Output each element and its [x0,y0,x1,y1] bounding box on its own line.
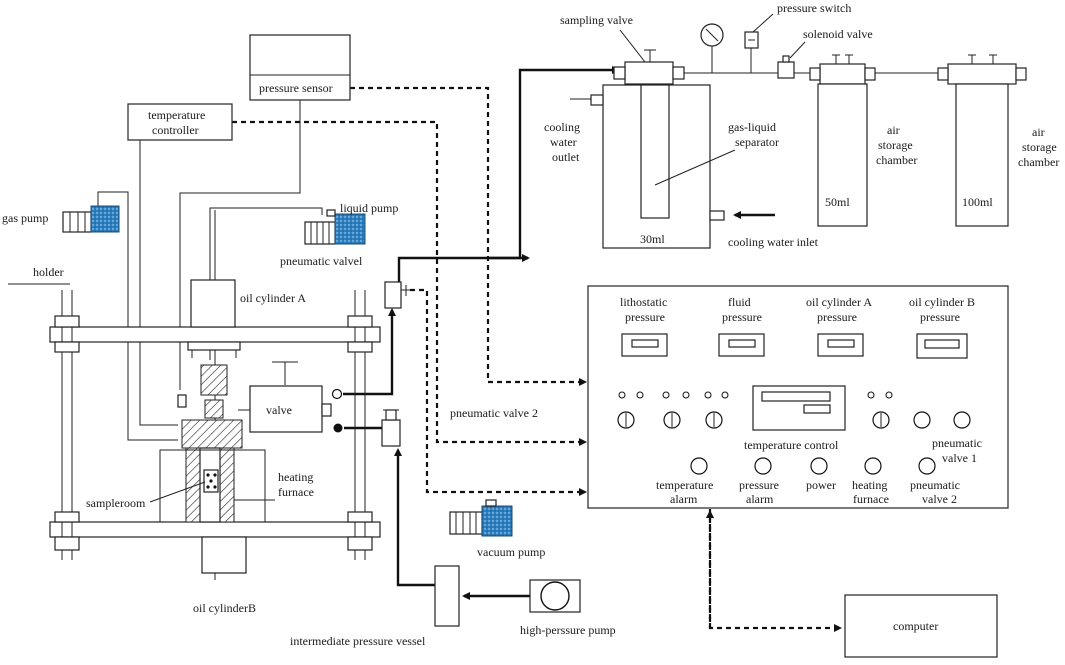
air-storage-2-label-b: storage [1022,140,1057,154]
temperature-control-display [752,385,846,431]
oil-cylinder-a-label: oil cylinder A [240,291,306,305]
separator-label-1: gas-liquid [728,120,776,134]
gauge-3-label-2: pressure [817,310,857,324]
pressure-alarm-label-2: alarm [746,492,774,506]
air-storage-chamber-50ml [809,54,876,227]
pneumatic-valve-2-button-label-a: pneumatic [910,478,960,492]
heating-furnace-button[interactable] [864,457,882,475]
pneumatic-valve-2[interactable] [381,409,401,447]
oil-cylinder-a [187,279,241,358]
temperature-controller [127,103,233,141]
pneumatic-valve-2-label: pneumatic valve 2 [450,406,538,420]
gauge-2-label-1: fluid [728,295,751,309]
separator-volume: 30ml [640,232,665,246]
cooling-outlet-label-2: water [550,135,577,149]
sampling-valve[interactable] [613,49,685,85]
high-pressure-pump-icon[interactable] [529,579,581,613]
sampling-valve-label: sampling valve [560,13,633,27]
pressure-alarm-button[interactable] [754,457,772,475]
gauge-2-label-2: pressure [722,310,762,324]
gauge-1-label-1: lithostatic [620,295,667,309]
panel-knobs[interactable] [617,411,971,429]
valve-port-closed-icon [333,423,343,433]
air-storage-1-volume: 50ml [825,195,850,209]
liquid-pump-label: liquid pump [340,201,398,215]
pneumatic-valve-1[interactable] [384,281,410,309]
cooling-inlet-label: cooling water inlet [728,235,819,249]
cooling-outlet-label-1: cooling [544,120,580,134]
gas-pump-icon[interactable] [62,205,120,233]
power-button[interactable] [810,457,828,475]
solenoid-valve-label: solenoid valve [803,27,873,41]
oil-cylinder-a-pressure-gauge: oil cylinder A pressure [806,295,872,357]
heating-furnace [159,449,266,523]
indicator-lights [618,391,893,399]
separator-label-2: separator [735,135,779,149]
cooling-outlet-label-3: outlet [552,150,580,164]
air-storage-chamber-100ml [937,54,1027,227]
pressure-gauge-icon [700,23,724,73]
dashed-control-lines [232,86,842,632]
temperature-alarm-button[interactable] [690,457,708,475]
gas-liquid-separator [570,84,736,249]
temperature-controller-label-1: temperature [148,108,205,122]
gauge-4-label-2: pressure [920,310,960,324]
gauge-4-label-1: oil cylinder B [909,295,975,309]
temperature-controller-label-2: controller [152,123,199,137]
heating-furnace-button-label-1: heating [852,478,887,492]
pneumatic-valve-1-label-a: pneumatic [932,436,982,450]
valve-label: valve [266,403,292,417]
air-storage-1-label-c: chamber [876,153,917,167]
valve[interactable] [249,385,332,433]
fluid-pressure-gauge: fluid pressure [718,295,765,357]
computer-label: computer [893,619,938,633]
high-pressure-pump-label: high-perssure pump [520,623,616,637]
oil-cylinder-b [201,536,247,574]
temperature-alarm-label-1: temperature [656,478,713,492]
pneumatic-valve-2-button[interactable] [918,457,936,475]
intermediate-pressure-vessel [434,565,460,627]
oil-cylinder-b-label: oil cylinderB [193,601,256,615]
air-storage-1-label-a: air [887,123,900,137]
oil-cylinder-b-pressure-gauge: oil cylinder B pressure [909,295,975,359]
pneumatic-valve-2-button-label-b: valve 2 [922,492,957,506]
vacuum-pump-label: vacuum pump [477,545,545,559]
intermediate-vessel-label: intermediate pressure vessel [290,634,426,648]
gauge-1-label-2: pressure [625,310,665,324]
air-storage-2-label-a: air [1032,125,1045,139]
pneumatic-valve-1-label-b: valve 1 [942,451,977,465]
pressure-switch-icon [744,13,774,73]
valve-port-open-icon [331,388,343,400]
solenoid-valve-icon[interactable] [777,41,806,79]
reactor-frame [49,290,381,560]
air-storage-2-volume: 100ml [962,195,993,209]
vacuum-pump-icon[interactable] [449,499,513,537]
air-storage-2-label-c: chamber [1018,155,1059,169]
sampleroom-label: sampleroom [86,496,146,510]
temperature-control-label: temperature control [744,438,839,452]
holder-label: holder [33,265,64,279]
lithostatic-pressure-gauge: lithostatic pressure [620,295,668,357]
pressure-sensor-label: pressure sensor [259,81,333,95]
heating-furnace-label-2: furnace [278,485,314,499]
heating-furnace-label-1: heating [278,470,313,484]
liquid-pump-icon[interactable] [304,209,366,245]
pneumatic-valvel-label: pneumatic valvel [280,254,363,268]
temperature-alarm-label-2: alarm [670,492,698,506]
reactor-core [177,364,243,523]
computer [844,594,998,658]
power-label: power [806,478,836,492]
high-pressure-lines [343,66,775,600]
pressure-sensor [249,34,351,101]
pressure-switch-label: pressure switch [777,1,851,15]
air-storage-1-label-b: storage [878,138,913,152]
gauge-3-label-1: oil cylinder A [806,295,872,309]
pressure-alarm-label-1: pressure [739,478,779,492]
heating-furnace-button-label-2: furnace [853,492,889,506]
panel-buttons[interactable] [690,457,936,475]
gas-pump-label: gas pump [2,211,48,225]
